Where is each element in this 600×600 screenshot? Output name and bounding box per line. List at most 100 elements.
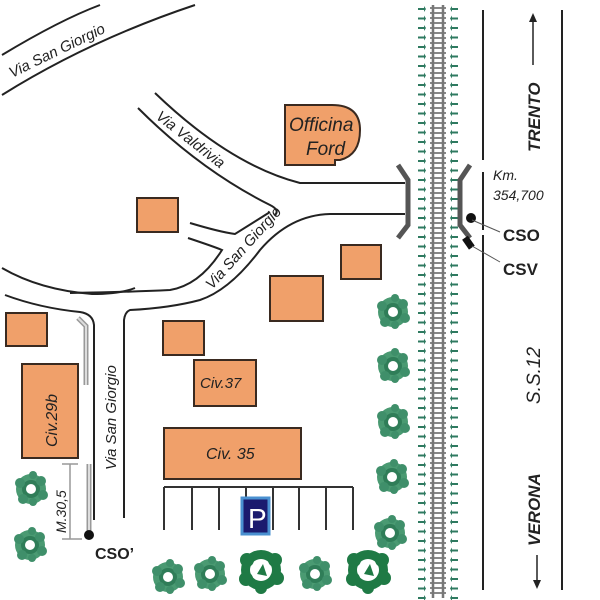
ballast-tick xyxy=(450,101,458,107)
ballast-tick xyxy=(418,101,426,107)
road-via-valdrivia-edge-a xyxy=(154,92,405,184)
csv-leader xyxy=(471,245,501,263)
ballast-tick xyxy=(450,519,458,525)
ballast-tick xyxy=(450,414,458,421)
ballast-tick xyxy=(418,319,426,326)
ballast-tick xyxy=(450,120,458,126)
cso-leader xyxy=(471,219,501,233)
ballast-tick xyxy=(450,310,458,316)
ballast-tick xyxy=(418,376,426,383)
csv-label: CSV xyxy=(503,260,539,279)
ballast-tick xyxy=(450,471,458,478)
tree-icon xyxy=(377,294,410,329)
ballast-tick xyxy=(418,148,426,155)
road-via-san-giorgio-west-edge-a xyxy=(1,267,136,296)
ballast-tick xyxy=(450,72,458,79)
building-block xyxy=(269,275,324,322)
building-block xyxy=(162,320,205,356)
ballast-tick xyxy=(450,196,458,202)
ballast-tick xyxy=(450,129,458,136)
building-label-officina: Officina xyxy=(289,115,353,136)
parking-sign[interactable]: P xyxy=(240,496,271,536)
ballast-tick xyxy=(450,348,458,354)
ballast-tick xyxy=(418,167,426,174)
ballast-tick xyxy=(450,395,458,402)
ballast-tick xyxy=(450,443,458,449)
ballast-tick xyxy=(450,376,458,383)
parking-symbol: P xyxy=(248,503,267,534)
building-label-ford: Ford xyxy=(306,139,347,160)
ballast-tick xyxy=(418,433,426,440)
ballast-tick xyxy=(450,595,458,600)
ballast-tick xyxy=(450,158,458,164)
ballast-tick xyxy=(450,509,458,516)
building-civ29b xyxy=(21,363,79,459)
ballast-tick xyxy=(450,566,458,573)
ballast-tick xyxy=(450,462,458,468)
ballast-tick xyxy=(450,6,458,12)
ballast-tick xyxy=(418,205,426,212)
tree-icon xyxy=(194,556,227,591)
ballast-tick xyxy=(450,253,458,259)
ballast-tick xyxy=(418,547,426,554)
ballast-tick xyxy=(450,338,458,345)
ballast-tick xyxy=(418,281,426,288)
building-block xyxy=(5,312,48,347)
ballast-tick xyxy=(418,91,426,98)
ballast-tick xyxy=(418,490,426,497)
ballast-tick xyxy=(418,243,426,250)
ballast-tick xyxy=(418,196,426,202)
tree-icon xyxy=(377,404,410,439)
road-via-san-giorgio-west-edge-b xyxy=(4,294,95,520)
ballast-tick xyxy=(450,424,458,430)
ballast-tick xyxy=(450,53,458,60)
ballast-tick xyxy=(450,177,458,183)
ballast-tick xyxy=(418,585,426,592)
tree-icon xyxy=(299,556,332,591)
ballast-tick xyxy=(418,158,426,164)
tree-icon xyxy=(377,348,410,383)
ballast-tick xyxy=(450,262,458,269)
km-label: Km. xyxy=(493,167,518,183)
ballast-tick xyxy=(450,281,458,288)
ballast-tick xyxy=(450,291,458,297)
measure-label: M.30,5 xyxy=(53,490,69,533)
ballast-tick xyxy=(450,500,458,506)
building-block xyxy=(136,197,179,233)
ballast-tick xyxy=(418,405,426,411)
ballast-tick xyxy=(450,357,458,364)
ballast-tick xyxy=(418,34,426,41)
ballast-tick xyxy=(418,129,426,136)
sidewalk-segment-upper xyxy=(76,316,89,385)
ballast-tick xyxy=(450,91,458,98)
building-civ35 xyxy=(163,427,302,480)
ballast-tick xyxy=(450,367,458,373)
ballast-tick xyxy=(450,538,458,544)
ballast-tick xyxy=(418,471,426,478)
south-arrow-head xyxy=(533,580,541,589)
tree-icon xyxy=(152,559,185,594)
csv-marker[interactable] xyxy=(462,235,475,250)
ballast-tick xyxy=(418,82,426,88)
ballast-tick xyxy=(418,557,426,563)
ballast-tick xyxy=(418,15,426,22)
ballast-tick xyxy=(418,462,426,468)
ballast-tick xyxy=(450,405,458,411)
building-label-civ37: Civ.37 xyxy=(200,375,242,392)
tree-icon xyxy=(239,550,284,594)
building-label-civ29b: Civ.29b xyxy=(44,394,61,447)
ballast-tick xyxy=(418,72,426,79)
ballast-tick xyxy=(418,595,426,600)
tree-icon xyxy=(14,527,47,562)
tree-icon xyxy=(374,515,407,550)
ballast-tick xyxy=(418,481,426,487)
ballast-tick xyxy=(450,205,458,212)
ballast-tick xyxy=(418,253,426,259)
north-arrow-head xyxy=(529,13,537,22)
ballast-tick xyxy=(450,433,458,440)
bridge-guard-left xyxy=(395,163,411,240)
street-label-via-san-giorgio-vertical: Via San Giorgio xyxy=(103,365,120,470)
cso-prime-marker[interactable] xyxy=(84,530,94,540)
ballast-tick xyxy=(418,452,426,459)
ballast-tick xyxy=(450,557,458,563)
